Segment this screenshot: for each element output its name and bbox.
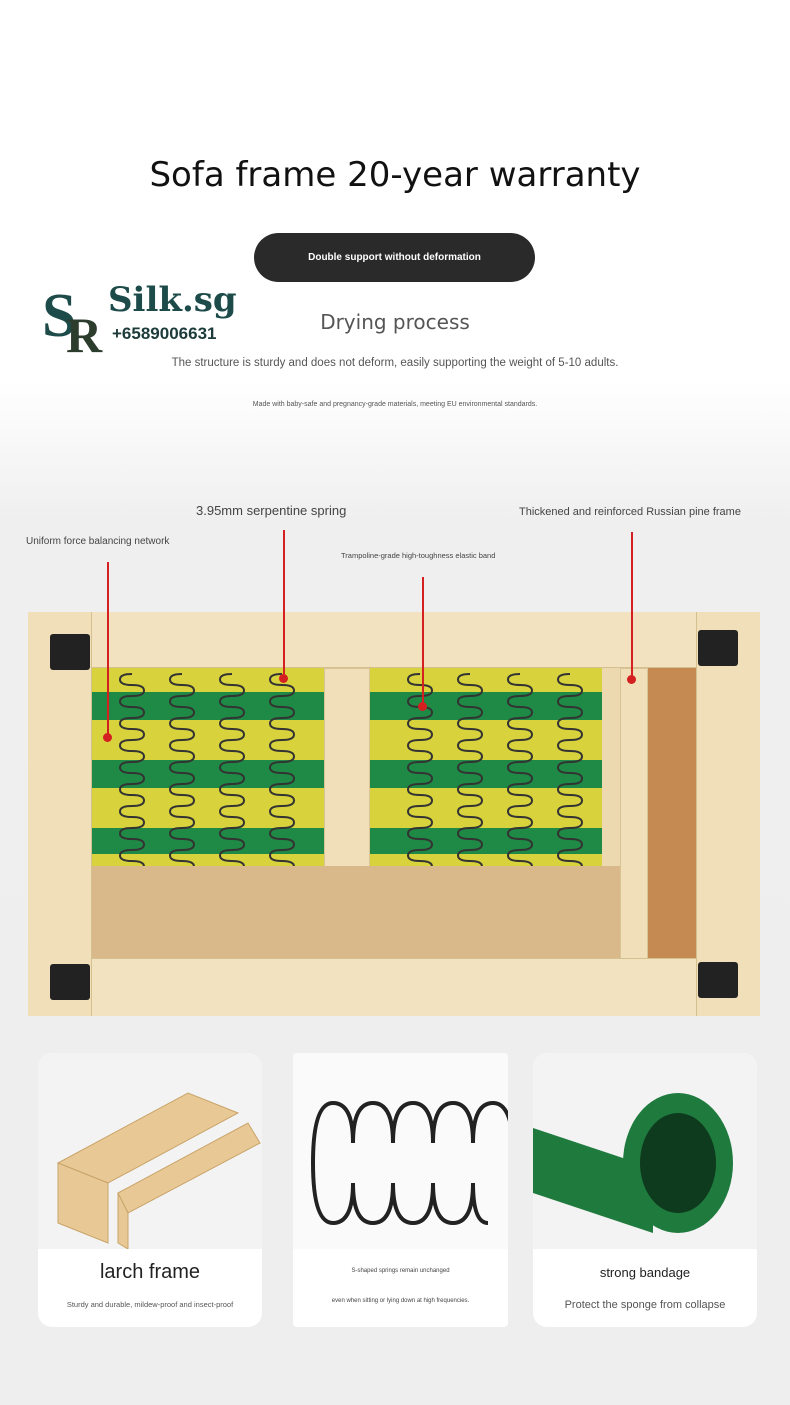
callout-frame: Thickened and reinforced Russian pine fr… — [519, 506, 741, 518]
callout-line — [631, 532, 633, 680]
springs — [118, 673, 584, 866]
bandage-roll-image — [533, 1053, 757, 1249]
spring-image — [293, 1053, 508, 1249]
description: The structure is sturdy and does not def… — [171, 357, 619, 369]
feature-pill: Double support without deformation — [254, 233, 535, 282]
callout-dot — [103, 733, 112, 742]
callout-spring: 3.95mm serpentine spring — [196, 503, 347, 518]
pine-beam — [620, 668, 648, 968]
frame-side — [648, 668, 696, 960]
corner-bracket — [50, 634, 90, 670]
card-springs: S-shaped springs remain unchanged even w… — [293, 1053, 508, 1327]
serpentine-spring — [556, 673, 584, 866]
card-text: Sturdy and durable, mildew-proof and ins… — [66, 1300, 234, 1309]
card-text: Protect the sponge from collapse — [564, 1299, 726, 1311]
card-title: S-shaped springs remain unchanged — [351, 1268, 450, 1274]
svg-text:R: R — [66, 307, 103, 356]
frame-base — [92, 866, 620, 958]
callout-dot — [418, 702, 427, 711]
svg-text:S: S — [42, 282, 76, 350]
card-title: larch frame — [99, 1261, 201, 1283]
serpentine-spring — [118, 673, 146, 866]
watermark-logo: S R Silk.sg +6589006631 — [42, 276, 242, 363]
callout-line — [422, 577, 424, 706]
callout-dot — [279, 674, 288, 683]
card-larch-frame: larch frame Sturdy and durable, mildew-p… — [38, 1053, 262, 1327]
serpentine-spring — [456, 673, 484, 866]
section-subtitle: Drying process — [320, 310, 470, 334]
callout-line — [107, 562, 109, 737]
logo-icon: S R — [42, 282, 103, 363]
serpentine-spring — [268, 673, 296, 866]
logo-phone: +6589006631 — [112, 324, 217, 343]
page-title: Sofa frame 20-year warranty — [149, 155, 641, 195]
callout-balance: Uniform force balancing network — [26, 536, 170, 547]
logo-brand: Silk.sg — [108, 280, 237, 320]
sofa-frame-image — [28, 612, 760, 1016]
materials-note: Made with baby-safe and pregnancy-grade … — [252, 401, 538, 408]
callout-band: Trampoline-grade high-toughness elastic … — [341, 551, 496, 560]
serpentine-spring — [218, 673, 246, 866]
corner-bracket — [50, 964, 90, 1000]
card-text: even when sitting or lying down at high … — [331, 1298, 470, 1304]
corner-bracket — [698, 962, 738, 998]
corner-bracket — [698, 630, 738, 666]
callout-line — [283, 530, 285, 678]
callout-dot — [627, 675, 636, 684]
card-title: strong bandage — [599, 1265, 691, 1280]
serpentine-spring — [168, 673, 196, 866]
card-bandage: strong bandage Protect the sponge from c… — [533, 1053, 757, 1327]
serpentine-spring — [506, 673, 534, 866]
wood-beams-image — [38, 1053, 262, 1250]
